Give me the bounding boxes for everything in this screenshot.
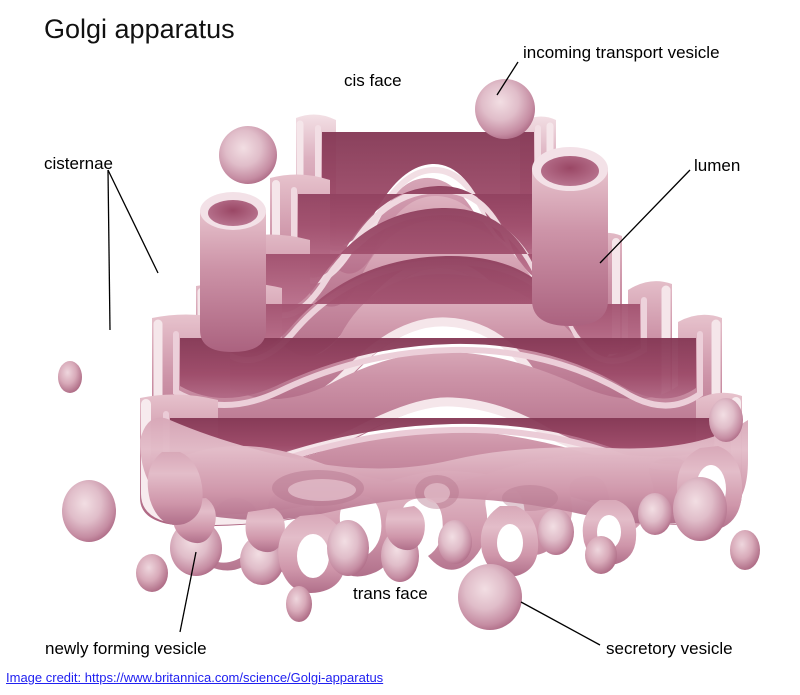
image-credit-link[interactable]: Image credit: https://www.britannica.com… <box>6 670 384 685</box>
label-newly-forming-vesicle: newly forming vesicle <box>45 639 207 658</box>
leader-lines <box>107 61 691 646</box>
vesicle-incoming-transport <box>475 79 535 139</box>
vesicle-right-bottom <box>585 536 617 574</box>
cisterna-open-tubes <box>200 147 608 352</box>
leader-secretory-vesicle <box>520 601 601 646</box>
leader-incoming-transport-vesicle <box>496 61 519 96</box>
vesicle-right-low <box>730 530 760 570</box>
label-cisternae: cisternae <box>44 154 113 173</box>
vesicle-top-left <box>219 126 277 184</box>
vesicle-right-top <box>709 398 743 442</box>
label-cis-face: cis face <box>344 71 402 90</box>
leader-newly-forming-vesicle <box>179 551 197 633</box>
tube-end-left <box>200 192 266 352</box>
label-secretory-vesicle: secretory vesicle <box>606 639 733 658</box>
vesicle-bottom-centre <box>286 586 312 622</box>
label-trans-face: trans face <box>353 584 428 603</box>
vesicle-left-low <box>136 554 168 592</box>
free-vesicles <box>58 79 760 630</box>
page-title: Golgi apparatus <box>44 14 235 44</box>
vesicle-left-mid <box>62 480 116 542</box>
vesicle-secretory <box>458 564 522 630</box>
label-lumen: lumen <box>694 156 741 175</box>
tube-end-right <box>532 147 608 326</box>
leader-cisternae-b <box>107 169 159 274</box>
leader-lumen <box>599 169 691 264</box>
label-incoming-transport-vesicle: incoming transport vesicle <box>523 43 720 62</box>
vesicle-right-mid <box>673 477 727 541</box>
vesicle-left-sm <box>58 361 82 393</box>
leader-cisternae-a <box>107 169 111 331</box>
trans-face-region <box>140 417 748 593</box>
